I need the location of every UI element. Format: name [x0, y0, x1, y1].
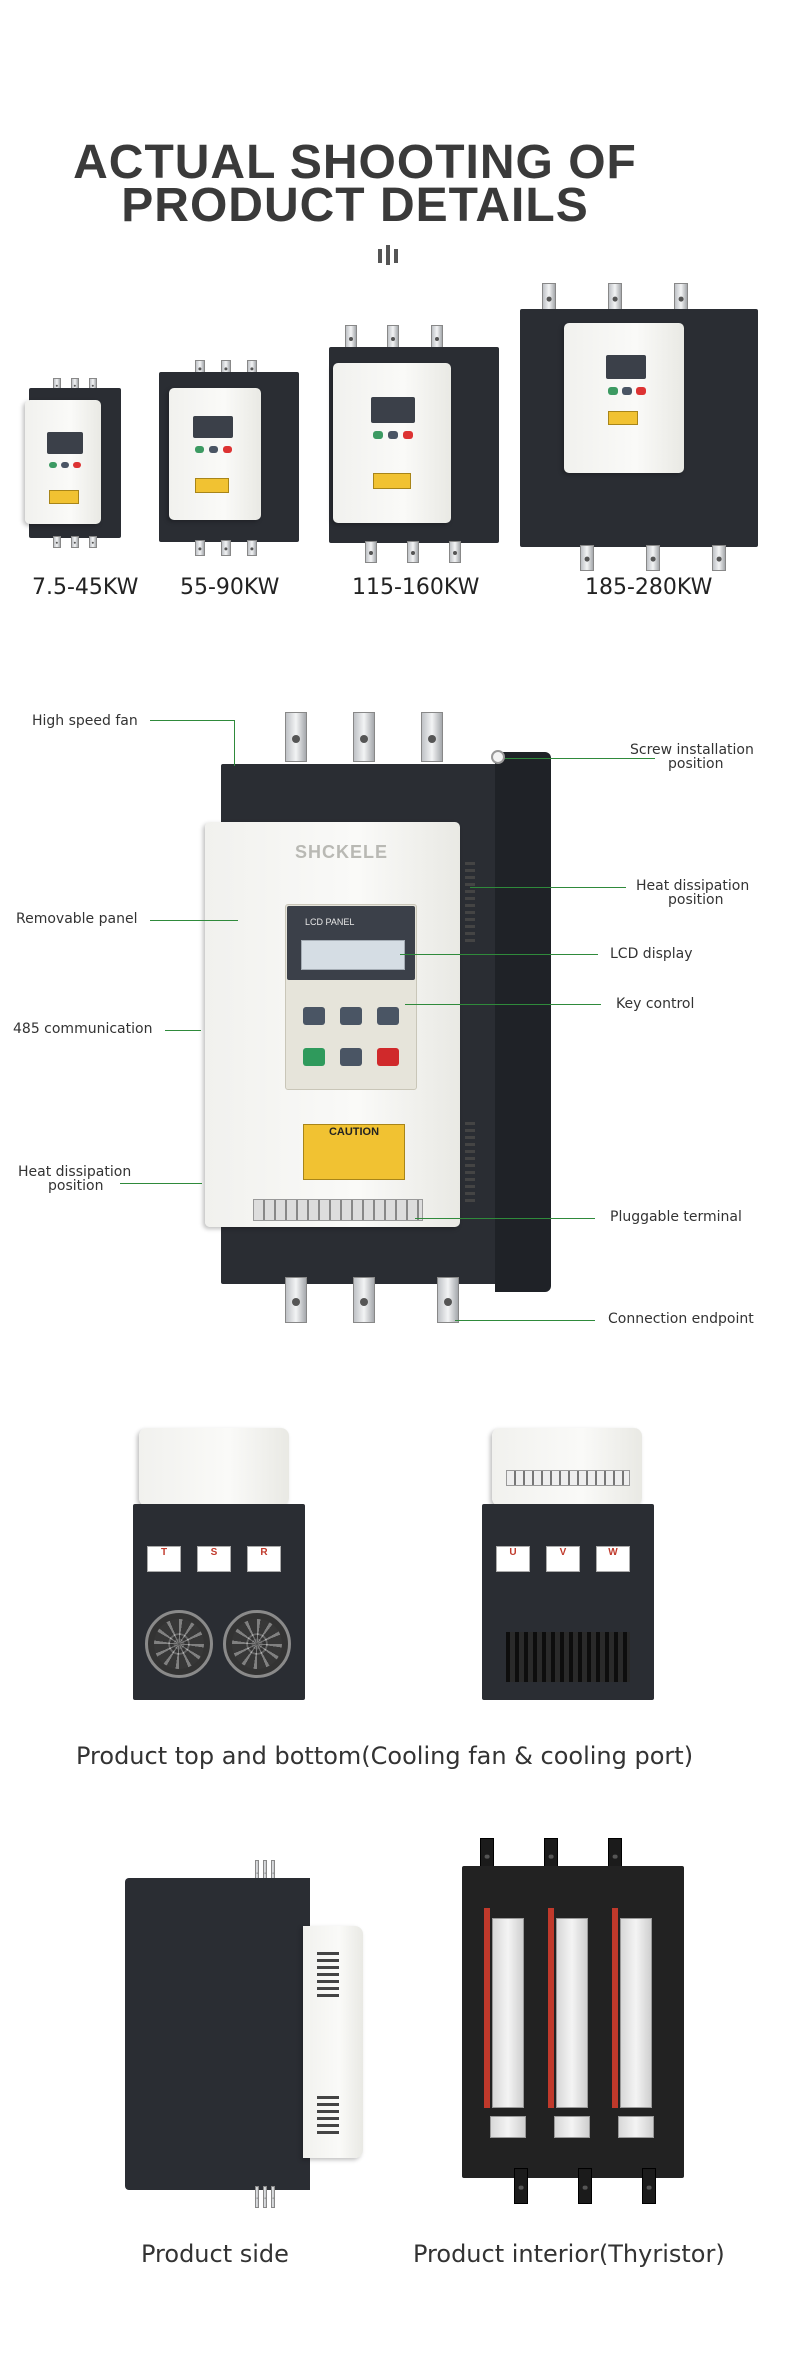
callout-pluggable-terminal: Pluggable terminal [610, 1209, 742, 1225]
product-image-115-160kw [325, 325, 500, 565]
terminal-label-w: W [596, 1546, 630, 1572]
callout-key-control: Key control [616, 996, 695, 1012]
terminal-label-t: T [147, 1546, 181, 1572]
product-image-55-90kw [155, 360, 300, 560]
pluggable-terminal-strip [253, 1199, 423, 1221]
cooling-fan-icon [223, 1610, 291, 1678]
callout-removable-panel: Removable panel [16, 911, 138, 927]
thyristor-module [620, 1918, 652, 2108]
cooling-port-grille [506, 1632, 630, 1682]
model-label-185-280kw: 185-280KW [585, 575, 713, 600]
terminal-label-r: R [247, 1546, 281, 1572]
key-up [340, 1007, 362, 1025]
model-label-7-5-45kw: 7.5-45KW [32, 575, 139, 600]
terminal-label-s: S [197, 1546, 231, 1572]
product-interior-view [462, 1838, 684, 2208]
page-title-line-1: ACTUAL SHOOTING OF [73, 136, 637, 189]
callout-heat-dissipation-left-1: Heat dissipation [18, 1164, 132, 1180]
caption-interior: Product interior(Thyristor) [413, 2240, 725, 2268]
thyristor-module [492, 1918, 524, 2108]
side-vent-upper [465, 862, 475, 942]
caption-top-bottom: Product top and bottom(Cooling fan & coo… [76, 1742, 694, 1770]
key-down [340, 1048, 362, 1066]
key-run [303, 1048, 325, 1066]
callout-heat-dissipation-left-2: position [48, 1178, 104, 1194]
lcd-display [301, 940, 405, 970]
lcd-panel-label: LCD PANEL [305, 917, 355, 927]
page-title-line-2: PRODUCT DETAILS [121, 179, 589, 232]
cooling-fan-icon [145, 1610, 213, 1678]
callout-heat-dissipation-right-1: Heat dissipation [636, 878, 750, 894]
terminal-label-u: U [496, 1546, 530, 1572]
title-divider-icon [378, 245, 402, 265]
callout-485-communication: 485 communication [13, 1021, 153, 1037]
model-label-115-160kw: 115-160KW [352, 575, 480, 600]
key-stop [377, 1048, 399, 1066]
callout-heat-dissipation-right-2: position [668, 892, 724, 908]
product-detail-image: SHCKELE LCD PANEL CAUTION [195, 712, 555, 1327]
product-image-7-5-45kw [25, 378, 125, 548]
callout-screw-installation-position-2: position [668, 756, 724, 772]
product-image-185-280kw [520, 283, 760, 573]
model-label-55-90kw: 55-90KW [180, 575, 280, 600]
product-bottom-view: U V W [482, 1420, 654, 1700]
brand-logo: SHCKELE [295, 842, 389, 862]
callout-high-speed-fan: High speed fan [32, 713, 138, 729]
thyristor-module [556, 1918, 588, 2108]
key-esc [377, 1007, 399, 1025]
callout-lcd-display: LCD display [610, 946, 693, 962]
callout-screw-installation-position-1: Screw installation [630, 742, 754, 758]
product-side-view [125, 1860, 365, 2210]
key-set [303, 1007, 325, 1025]
callout-connection-endpoint: Connection endpoint [608, 1311, 754, 1327]
terminal-label-v: V [546, 1546, 580, 1572]
product-top-view: T S R [133, 1420, 305, 1700]
caption-side: Product side [141, 2240, 289, 2268]
side-vent-lower [465, 1122, 475, 1202]
caution-label [303, 1124, 405, 1180]
